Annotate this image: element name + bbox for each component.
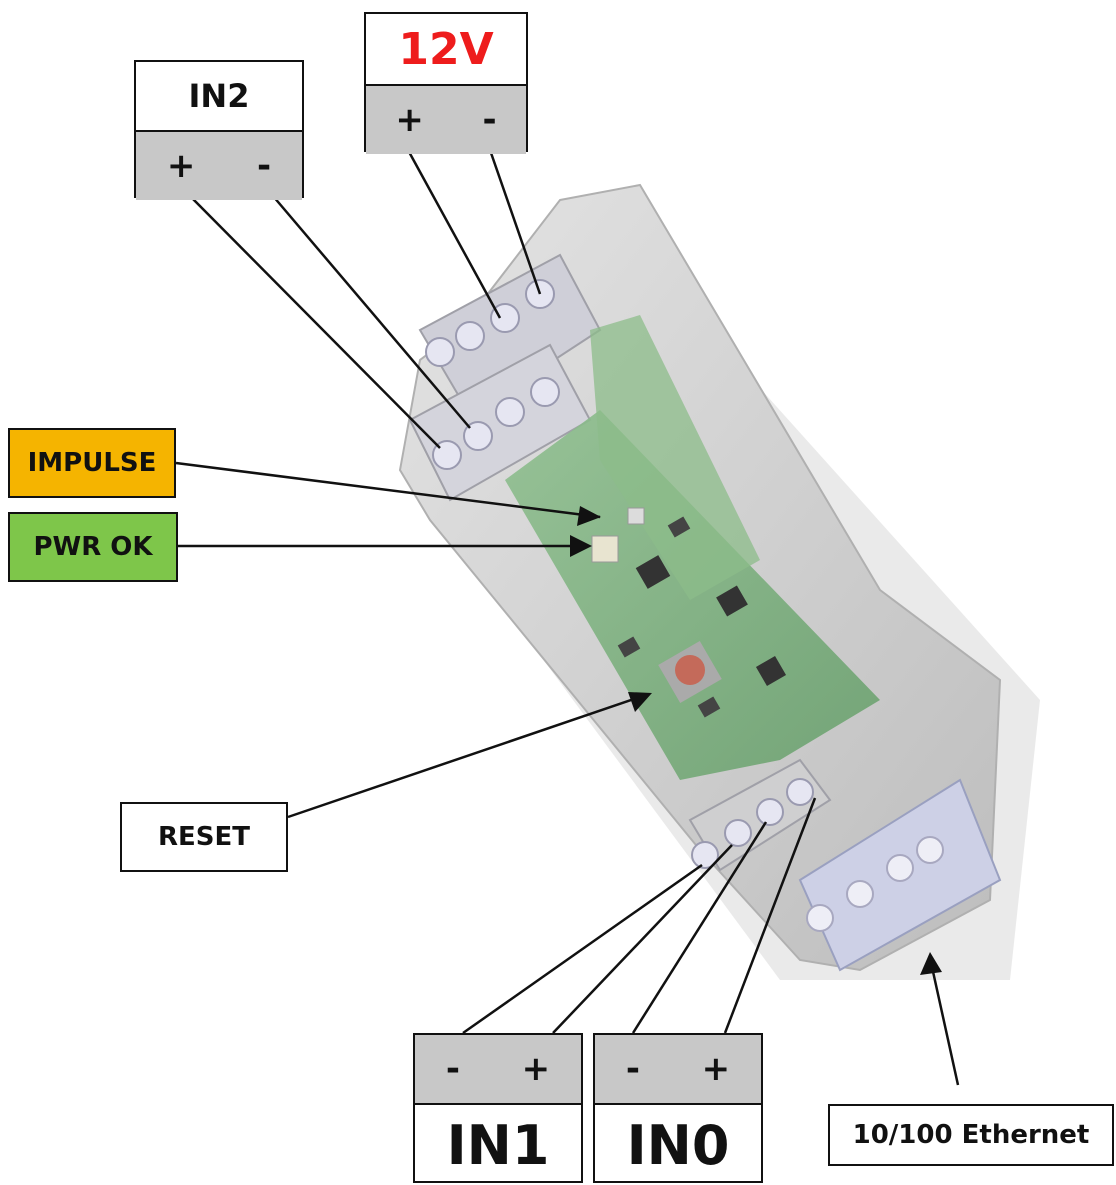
chip: [716, 585, 748, 617]
terminal-in2-title: IN2: [188, 77, 250, 115]
terminal-12v: 12V + -: [364, 12, 528, 154]
chip: [697, 696, 721, 718]
wires: [175, 149, 960, 1086]
reset-label: RESET: [120, 802, 288, 872]
terminal-in1-pins: - +: [415, 1035, 581, 1105]
terminal-12v-plus: +: [395, 100, 424, 140]
chip: [635, 555, 671, 589]
top-screws-upper: [425, 279, 555, 367]
terminal-12v-pins: + -: [366, 84, 526, 154]
terminal-in0: - + IN0: [593, 1033, 763, 1183]
terminal-in2-minus: -: [257, 146, 272, 186]
terminal-12v-minus: -: [482, 100, 497, 140]
terminal-in2-plus: +: [166, 146, 196, 186]
terminal-12v-title: 12V: [398, 23, 494, 75]
terminal-in0-plus: +: [701, 1049, 731, 1089]
terminal-in1: - + IN1: [413, 1033, 583, 1183]
terminal-in2-pins: + -: [136, 130, 302, 200]
pwr-ok-led: [591, 535, 619, 563]
ethernet-label: 10/100 Ethernet: [828, 1104, 1114, 1166]
terminal-in1-plus: +: [521, 1049, 551, 1089]
terminal-in1-title: IN1: [446, 1113, 550, 1177]
chip: [617, 636, 641, 658]
chip: [667, 516, 691, 538]
pwr-ok-label: PWR OK: [8, 512, 178, 582]
terminal-in0-minus: -: [625, 1049, 640, 1089]
terminal-in2: IN2 + -: [134, 60, 304, 200]
pcb-board-upper: [590, 315, 760, 600]
reset-button: [675, 655, 705, 685]
ethernet-block-holes: [806, 836, 944, 932]
terminal-in0-title: IN0: [626, 1113, 730, 1177]
terminal-in0-pins: - +: [595, 1035, 761, 1105]
terminal-in1-minus: -: [445, 1049, 460, 1089]
chip: [755, 655, 787, 687]
arrowheads: [570, 506, 942, 975]
impulse-led: [627, 507, 645, 525]
impulse-label: IMPULSE: [8, 428, 176, 498]
bottom-screws: [691, 778, 814, 869]
